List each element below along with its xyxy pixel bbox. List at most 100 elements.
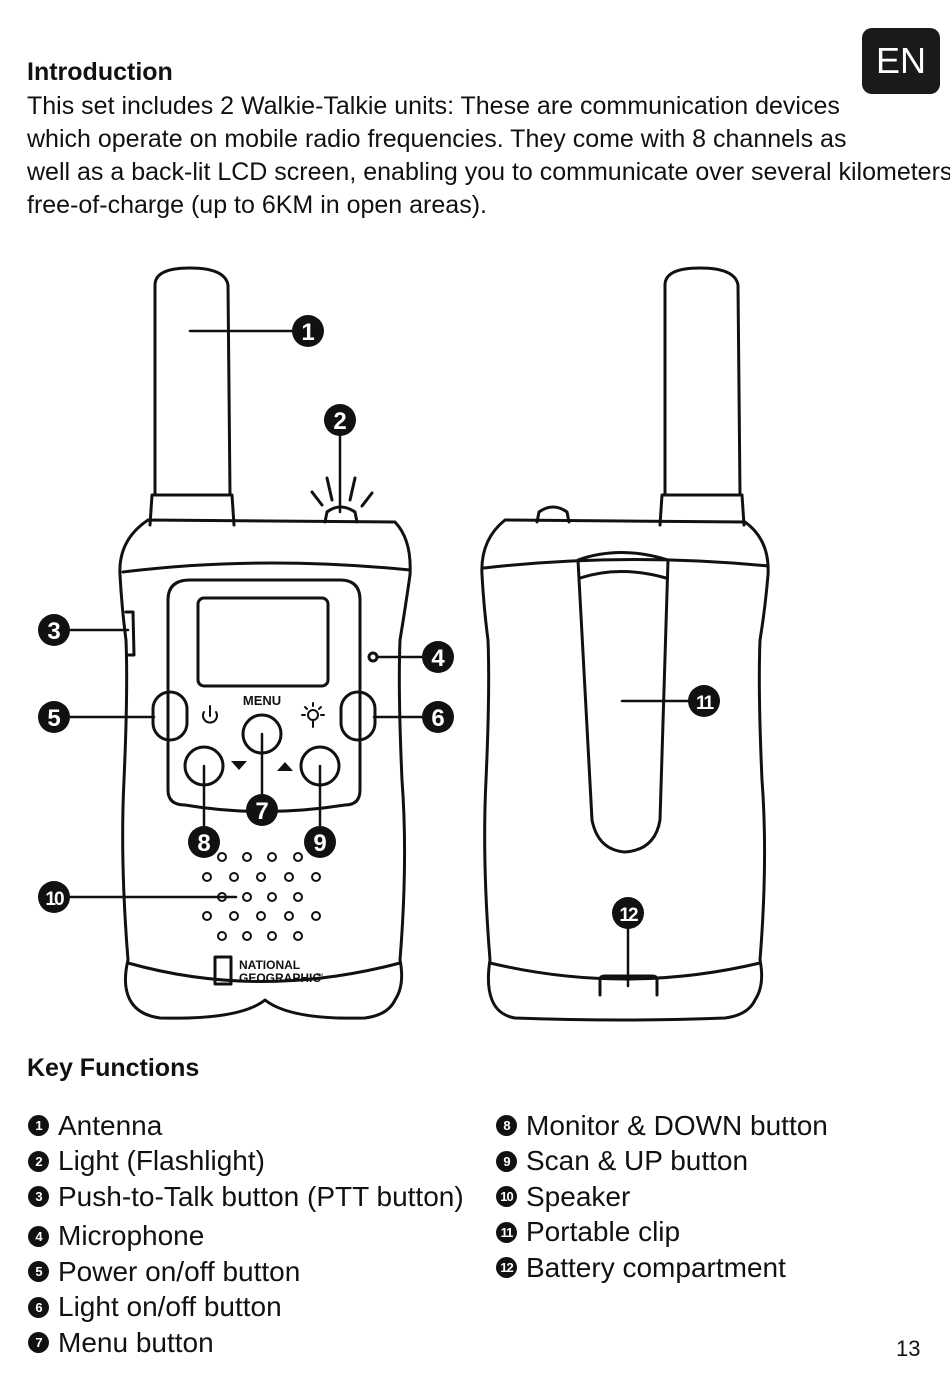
language-badge: EN [862, 28, 940, 94]
svg-text:11: 11 [696, 693, 715, 714]
callout-6: 6 [422, 701, 454, 733]
function-label: Portable clip [526, 1216, 681, 1248]
function-label: Antenna [58, 1109, 163, 1141]
key-functions-right: 8 Monitor & DOWN button 9 Scan & UP button… [496, 1108, 828, 1286]
intro-line: free-of-charge (up to 6KM in open areas)… [27, 191, 487, 219]
function-label: Scan & UP button [526, 1145, 749, 1177]
number-badge: 5 [28, 1261, 49, 1283]
callout-3: 3 [38, 614, 70, 646]
callout-1: 1 [292, 315, 324, 347]
bulb-icon [307, 709, 319, 721]
intro-line: well as a back-lit LCD screen, enabling … [27, 158, 950, 186]
list-item: 9 Scan & UP button [496, 1144, 828, 1180]
list-item: 1 Antenna [28, 1108, 464, 1144]
intro-paragraph: This set includes 2 Walkie-Talkie units:… [27, 90, 950, 222]
svg-text:9: 9 [313, 830, 326, 857]
callout-4: 4 [422, 641, 454, 673]
list-item: 4 Microphone [28, 1219, 464, 1255]
list-item: 12 Battery compartment [496, 1250, 828, 1286]
function-label: Menu button [58, 1326, 214, 1358]
number-badge: 2 [28, 1150, 49, 1172]
function-label: Battery compartment [526, 1251, 786, 1283]
flashlight-knob-back [535, 505, 571, 524]
brand-line2: GEOGRAPHIC [239, 971, 321, 985]
light-button-shape [339, 690, 377, 742]
svg-text:8: 8 [197, 830, 210, 857]
svg-text:3: 3 [47, 618, 60, 645]
top-cap-line [121, 561, 412, 574]
svg-text:1: 1 [301, 319, 314, 346]
callout-5: 5 [38, 701, 70, 733]
back-body [480, 518, 770, 1022]
function-label: Light (Flashlight) [58, 1145, 265, 1177]
number-badge: 12 [496, 1257, 517, 1279]
list-item: 11 Portable clip [496, 1215, 828, 1251]
number-badge: 10 [496, 1186, 517, 1208]
antenna-collar-back [658, 493, 746, 527]
number-badge: 3 [28, 1186, 49, 1208]
list-item: 10 Speaker [496, 1179, 828, 1215]
ptt-side-button [124, 610, 136, 657]
intro-line: This set includes 2 Walkie-Talkie units:… [27, 92, 840, 120]
brand-line1: NATIONAL [239, 958, 300, 972]
list-item: 3 Push-to-Talk button (PTT button) [28, 1179, 464, 1215]
walkie-talkie-illustration: MENU NATIONAL GEOGRAPHIC ™ 1 2 3 4 5 6 7… [38, 266, 770, 1022]
power-button-shape [151, 690, 189, 742]
number-badge: 9 [496, 1150, 517, 1172]
list-item: 6 Light on/off button [28, 1290, 464, 1326]
antenna-back [663, 266, 742, 497]
up-arrow-icon [277, 762, 293, 771]
intro-heading: Introduction [27, 58, 173, 86]
function-label: Speaker [526, 1180, 631, 1212]
list-item: 2 Light (Flashlight) [28, 1144, 464, 1180]
svg-text:10: 10 [45, 889, 64, 910]
svg-text:12: 12 [619, 905, 638, 926]
callout-12: 12 [612, 897, 644, 929]
list-item: 5 Power on/off button [28, 1254, 464, 1290]
number-badge: 11 [496, 1221, 517, 1243]
antenna-front [153, 266, 232, 497]
back-bottom-line [488, 961, 762, 981]
lcd-screen [196, 596, 330, 688]
number-badge: 7 [28, 1332, 49, 1354]
callout-11: 11 [688, 685, 720, 717]
callout-10: 10 [38, 881, 70, 913]
front-body [118, 518, 412, 1020]
front-unit [118, 266, 412, 1020]
intro-line: which operate on mobile radio frequencie… [27, 125, 847, 153]
number-badge: 6 [28, 1296, 49, 1318]
page-number: 13 [896, 1336, 921, 1361]
bottom-line [126, 961, 402, 983]
brand-logo-frame [213, 955, 233, 986]
svg-text:2: 2 [333, 408, 346, 435]
key-functions-heading: Key Functions [27, 1054, 200, 1082]
menu-label: MENU [243, 693, 281, 708]
down-arrow-icon [231, 761, 247, 770]
function-label: Light on/off button [58, 1291, 282, 1323]
function-label: Push-to-Talk button (PTT button) [58, 1180, 464, 1212]
key-functions-left: 1 Antenna 2 Light (Flashlight) 3 Push-to-Ta… [28, 1108, 464, 1361]
back-unit [480, 266, 770, 1022]
function-label: Microphone [58, 1220, 205, 1252]
svg-text:6: 6 [431, 705, 444, 732]
callout-2: 2 [324, 404, 356, 436]
number-badge: 8 [496, 1115, 517, 1137]
callout-7: 7 [246, 794, 278, 826]
back-top-line [482, 557, 770, 570]
function-label: Monitor & DOWN button [526, 1109, 828, 1141]
svg-text:5: 5 [47, 705, 60, 732]
leader-lines [68, 329, 690, 988]
power-icon [202, 711, 218, 724]
front-panel [166, 578, 362, 813]
portable-clip [576, 551, 670, 854]
list-item: 7 Menu button [28, 1325, 464, 1361]
svg-text:7: 7 [255, 798, 268, 825]
callout-8: 8 [188, 826, 220, 858]
number-badge: 4 [28, 1225, 49, 1247]
list-item: 8 Monitor & DOWN button [496, 1108, 828, 1144]
svg-text:4: 4 [431, 645, 445, 672]
trademark: ™ [316, 973, 323, 980]
function-label: Power on/off button [58, 1255, 301, 1287]
antenna-collar [148, 493, 236, 527]
number-badge: 1 [28, 1115, 49, 1137]
